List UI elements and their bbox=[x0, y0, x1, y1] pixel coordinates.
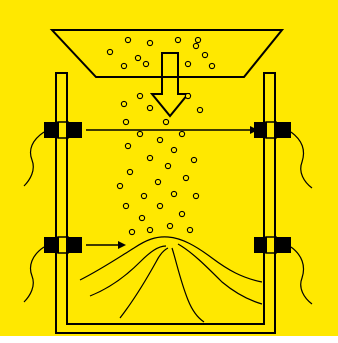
particle bbox=[122, 118, 130, 126]
particle bbox=[116, 182, 124, 190]
particle bbox=[146, 226, 154, 234]
particle bbox=[184, 60, 192, 68]
particle bbox=[162, 118, 170, 126]
particle bbox=[208, 62, 216, 70]
lower-left-sensor bbox=[23, 236, 82, 303]
particle bbox=[106, 48, 114, 56]
particle bbox=[192, 192, 200, 200]
particle bbox=[178, 130, 186, 138]
particle bbox=[190, 156, 198, 164]
lower-beam-arrowhead bbox=[118, 241, 126, 249]
particle bbox=[124, 36, 132, 44]
particle bbox=[146, 39, 154, 47]
hopper bbox=[49, 29, 285, 78]
particle bbox=[146, 104, 154, 112]
falling-particles bbox=[116, 92, 204, 236]
particle bbox=[194, 36, 202, 44]
upper-right-sensor bbox=[254, 121, 313, 189]
particle bbox=[170, 190, 178, 198]
particle bbox=[184, 92, 192, 100]
particle bbox=[154, 178, 162, 186]
particle bbox=[186, 226, 194, 234]
particle bbox=[166, 222, 174, 230]
particle bbox=[156, 136, 164, 144]
particle bbox=[140, 192, 148, 200]
particle bbox=[142, 60, 150, 68]
particle bbox=[138, 214, 146, 222]
particle bbox=[182, 174, 190, 182]
particle bbox=[120, 100, 128, 108]
particle bbox=[126, 168, 134, 176]
particle bbox=[174, 36, 182, 44]
upper-left-sensor bbox=[23, 121, 82, 187]
particle bbox=[156, 202, 164, 210]
particle bbox=[178, 210, 186, 218]
particle bbox=[124, 142, 132, 150]
particle bbox=[134, 54, 142, 62]
particle bbox=[170, 146, 178, 154]
particle bbox=[128, 228, 136, 236]
particle bbox=[120, 62, 128, 70]
lower-right-sensor bbox=[254, 236, 313, 305]
particle bbox=[164, 162, 172, 170]
flow-arrow bbox=[149, 52, 191, 118]
particle bbox=[146, 154, 154, 162]
particle bbox=[122, 202, 130, 210]
sand-pile bbox=[79, 236, 263, 323]
container bbox=[55, 72, 276, 334]
particle bbox=[192, 42, 200, 50]
particle bbox=[136, 130, 144, 138]
particle bbox=[196, 106, 204, 114]
hopper-particles bbox=[106, 36, 216, 70]
particle bbox=[201, 51, 209, 59]
particle bbox=[136, 92, 144, 100]
